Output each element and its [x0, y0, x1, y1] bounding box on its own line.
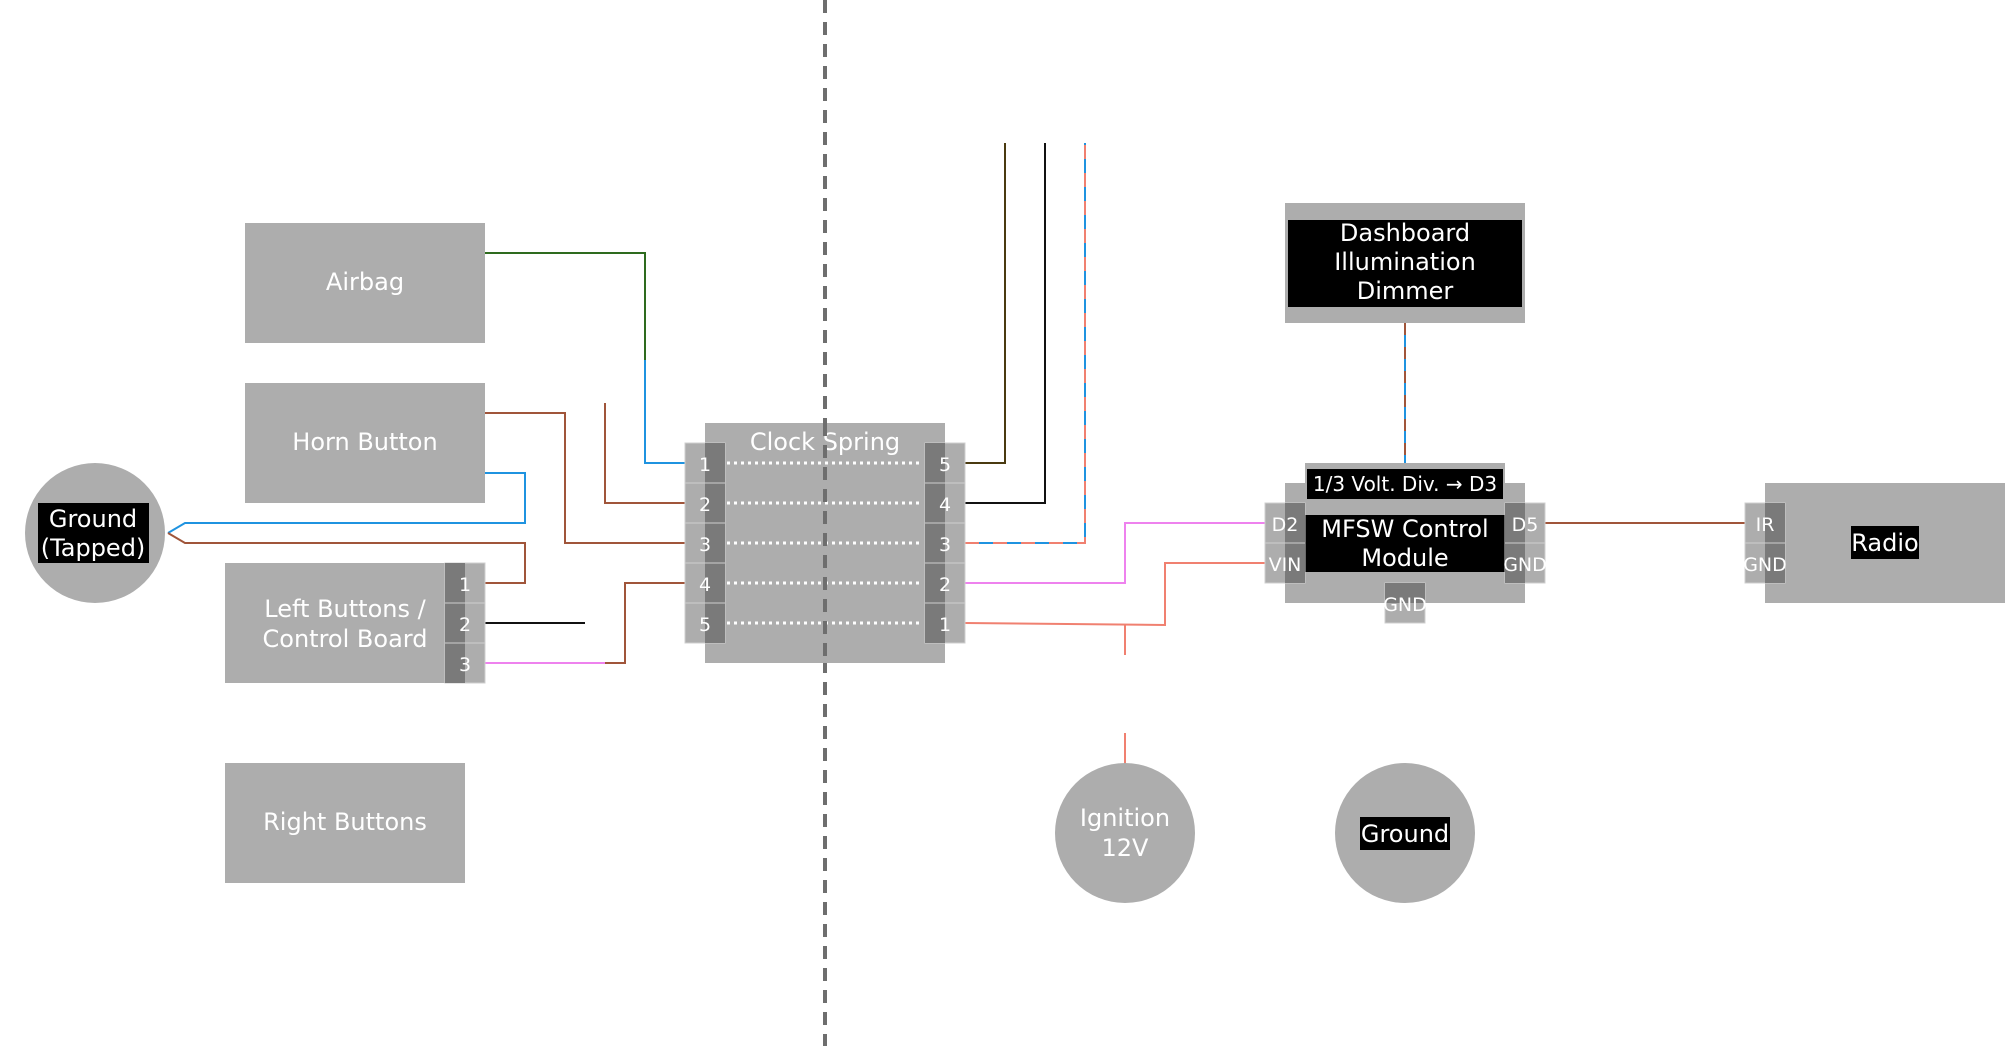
right-buttons-label: Right Buttons	[263, 808, 427, 836]
left-buttons-pins: 1 2 3	[444, 562, 486, 684]
clock-left-pin-label: 1	[699, 454, 711, 476]
clock-right-pin-dark	[925, 443, 945, 643]
radio-box: Radio IR GND	[1743, 483, 2005, 603]
dashboard-dimmer-label-3: Dimmer	[1357, 277, 1454, 305]
volt-div-label: 1/3 Volt. Div. → D3	[1313, 472, 1497, 496]
wire-clock-r2	[965, 522, 1270, 584]
mfsw-right-pin-label: GND	[1503, 554, 1547, 576]
clock-spring-left-pins: 1 2 3 4 5	[684, 442, 726, 644]
horn-button-label: Horn Button	[292, 428, 437, 456]
clock-left-pin-label: 3	[699, 534, 711, 556]
radio-pin-label: IR	[1756, 514, 1775, 536]
horn-button-box: Horn Button	[245, 383, 485, 503]
left-buttons-rect	[225, 563, 485, 683]
dashboard-dimmer-box: Dashboard Illumination Dimmer	[1285, 203, 1525, 323]
left-buttons-pin-dark	[445, 563, 465, 683]
volt-div-label-bg	[1307, 469, 1503, 499]
dashboard-dimmer-label-1: Dashboard	[1340, 219, 1470, 247]
right-buttons-box: Right Buttons	[225, 763, 465, 883]
clock-left-pin-label: 5	[699, 614, 711, 636]
clock-left-pin-label: 4	[699, 574, 711, 596]
clock-right-pin-label: 2	[939, 574, 951, 596]
radio-pin-label: GND	[1743, 554, 1787, 576]
ground-label-bg	[1360, 817, 1450, 850]
mfsw-left-pin-label: D2	[1272, 514, 1299, 536]
clock-right-pin-label: 5	[939, 454, 951, 476]
mfsw-bottom-pin-dark	[1385, 583, 1425, 603]
mfsw-left-pin-label: VIN	[1269, 554, 1302, 576]
mfsw-module-label-2: Module	[1361, 544, 1448, 572]
mfsw-module-label-bg	[1305, 515, 1505, 572]
wire-clock-r5	[965, 143, 1006, 464]
ground-tapped-label-2: (Tapped)	[41, 534, 146, 562]
wire-left-pin3-b	[605, 582, 705, 664]
left-buttons-label-1: Left Buttons /	[264, 595, 426, 623]
mfsw-module-label-1: MFSW Control	[1321, 515, 1488, 543]
horn-button-rect	[245, 383, 485, 503]
wire-airbag	[485, 252, 646, 360]
right-buttons-rect	[225, 763, 465, 883]
left-buttons-box: Left Buttons / Control Board 1 2 3	[225, 562, 486, 684]
ground-label: Ground	[1361, 820, 1449, 848]
wires	[167, 143, 1745, 765]
wire-left-pin1-ground	[167, 532, 526, 584]
clock-right-pin-label: 3	[939, 534, 951, 556]
wire-clock-r1	[964, 562, 1270, 627]
dashboard-dimmer-label-bg	[1288, 220, 1522, 307]
mfsw-right-pin-label: D5	[1512, 514, 1539, 536]
ignition-label-2: 12V	[1102, 834, 1150, 862]
clock-right-pin-label: 1	[939, 614, 951, 636]
mfsw-module-box: MFSW Control Module 1/3 Volt. Div. → D3 …	[1264, 463, 1547, 624]
ground-tapped-label-bg	[38, 503, 149, 563]
wire-clock-r3-b	[965, 143, 1086, 544]
wire-horn-ground	[167, 472, 526, 534]
clock-right-pin-label: 4	[939, 494, 951, 516]
radio-label: Radio	[1851, 529, 1918, 557]
wire-clock-pin2	[604, 403, 705, 504]
clock-left-pin-dark	[705, 443, 725, 643]
airbag-rect	[245, 223, 485, 343]
airbag-box: Airbag	[245, 223, 485, 343]
ignition-label-1: Ignition	[1080, 804, 1170, 832]
ignition-node: Ignition 12V	[1055, 763, 1195, 903]
ignition-circle	[1055, 763, 1195, 903]
left-buttons-label-2: Control Board	[263, 625, 428, 653]
ground-tapped-label-1: Ground	[49, 505, 137, 533]
left-buttons-pin-label: 2	[459, 614, 471, 636]
dashboard-dimmer-label-2: Illumination	[1334, 248, 1476, 276]
clock-left-pin-label: 2	[699, 494, 711, 516]
wire-horn	[485, 412, 705, 544]
left-buttons-pin-label: 3	[459, 654, 471, 676]
clock-spring-right-pins: 5 4 3 2 1	[924, 442, 966, 644]
wire-clock-r4	[965, 143, 1046, 504]
airbag-label: Airbag	[326, 268, 404, 296]
ground-tapped-node: Ground (Tapped)	[25, 463, 165, 603]
radio-label-bg	[1851, 526, 1919, 559]
ground-node: Ground	[1335, 763, 1475, 903]
wire-clock-r3-a	[965, 143, 1086, 544]
left-buttons-pin-label: 1	[459, 574, 471, 596]
mfsw-bottom-pin-label: GND	[1383, 594, 1427, 616]
